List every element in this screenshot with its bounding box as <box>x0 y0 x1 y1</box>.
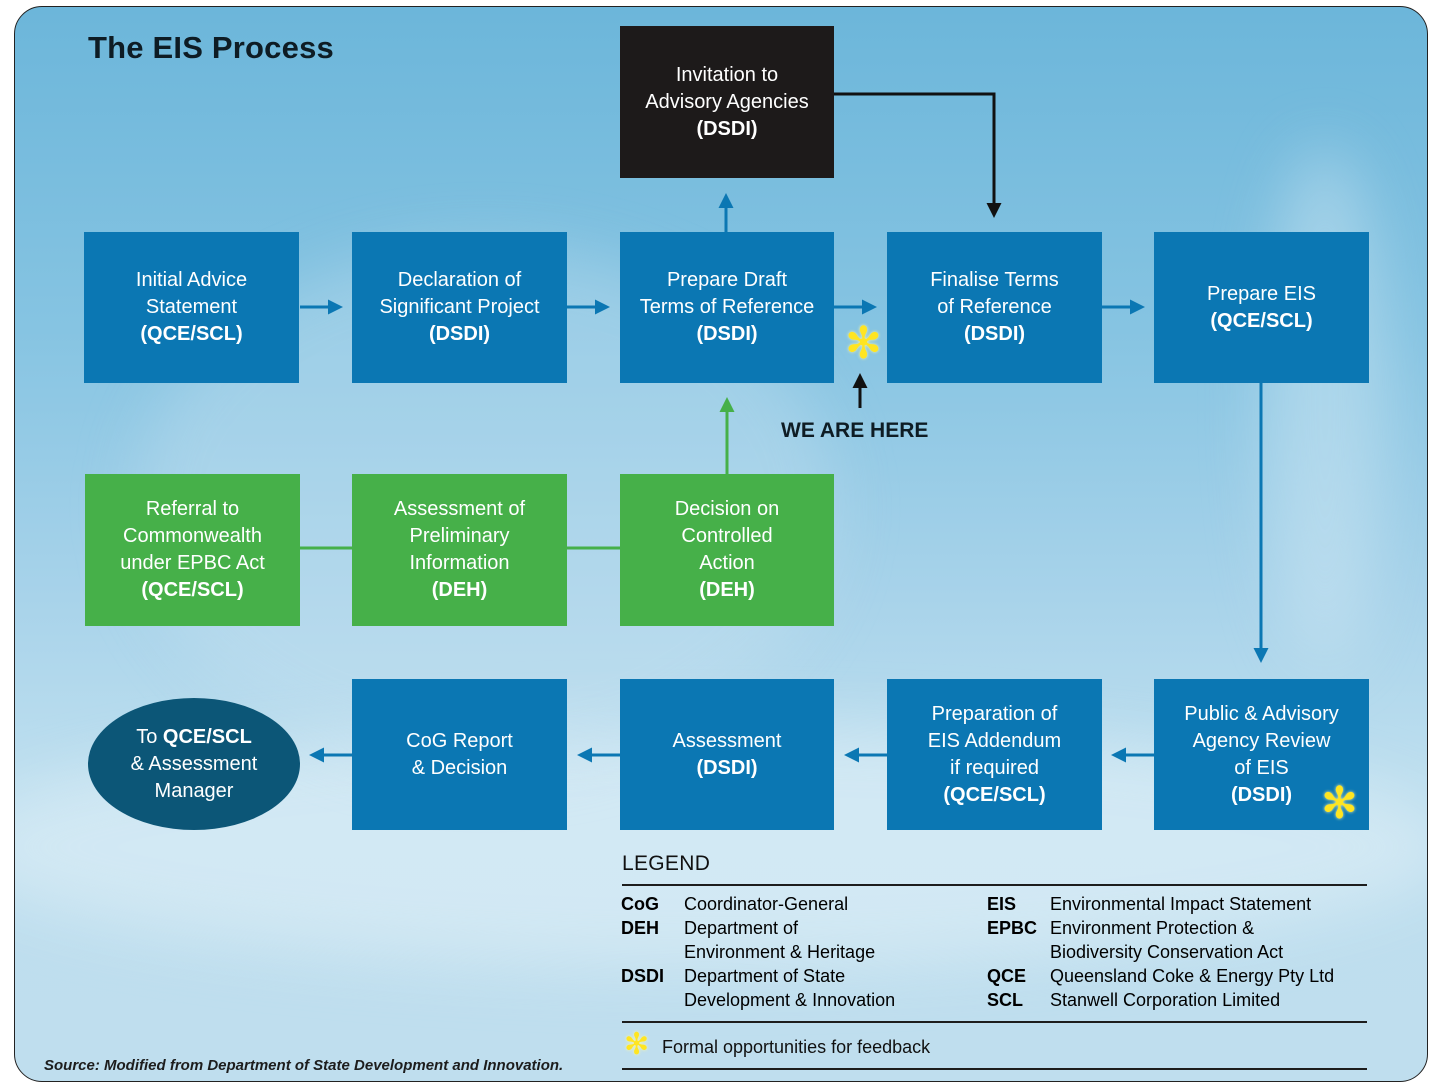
arrow-invitation-to-finalise <box>834 92 1002 218</box>
box-referral-line-1: Referral to <box>145 498 240 520</box>
legend-abbr: DSDI <box>621 966 665 986</box>
box-prepare-eis: Prepare EIS (QCE/SCL) <box>1154 232 1369 383</box>
oval-prefix: To <box>136 725 163 748</box>
box-declaration-line-2: Significant Project <box>379 296 540 318</box>
box-cog-report: CoG Report & Decision <box>352 679 567 830</box>
box-finalise-tor-agency: (DSDI) <box>963 323 1026 345</box>
box-invitation-agency: (DSDI) <box>696 117 758 140</box>
box-assessment-prelim: Assessment of Preliminary Information (D… <box>352 474 567 626</box>
box-referral-line-2: Commonwealth <box>123 525 262 547</box>
oval-bold: QCE/SCL <box>162 725 252 748</box>
box-draft-tor-line-1: Prepare Draft <box>666 269 788 291</box>
box-referral-agency: (QCE/SCL) <box>141 579 244 601</box>
box-public-review-line-3: of EIS <box>1234 756 1289 779</box>
box-finalise-tor-line-1: Finalise Terms <box>930 269 1059 291</box>
box-declaration-line-1: Declaration of <box>397 269 522 291</box>
source-caption: Source: Modified from Department of Stat… <box>44 1057 564 1074</box>
legend-def: Environmental Impact Statement <box>1050 894 1312 914</box>
box-declaration: Declaration of Significant Project (DSDI… <box>352 232 567 383</box>
legend-def: Coordinator-General <box>684 894 849 914</box>
box-referral: Referral to Commonwealth under EPBC Act … <box>85 474 300 626</box>
box-assessment-prelim-line-1: Assessment of <box>393 498 526 520</box>
box-assessment-prelim-line-2: Preliminary <box>409 525 510 547</box>
box-addendum-agency: (QCE/SCL) <box>943 783 1046 806</box>
oval-first-line: To QCE/SCL <box>136 724 252 751</box>
box-assessment: Assessment (DSDI) <box>620 679 834 830</box>
box-initial-advice-line-1: Initial Advice <box>135 269 248 291</box>
box-prepare-eis-line-1: Prepare EIS <box>1207 282 1316 305</box>
oval-line-2: & Assessment <box>130 752 258 775</box>
feedback-star-icon: ✻ <box>1321 778 1358 829</box>
legend-def: Development & Innovation <box>684 990 896 1010</box>
legend-def: Stanwell Corporation Limited <box>1050 990 1281 1010</box>
feedback-star-icon: ✻ <box>845 318 882 369</box>
box-decision-controlled-line-3: Action <box>699 552 755 574</box>
legend-abbr: CoG <box>621 894 659 914</box>
legend-title: LEGEND <box>622 852 711 875</box>
box-addendum-line-1: Preparation of <box>931 702 1058 725</box>
legend-bottom-rule <box>622 1068 1367 1070</box>
box-public-review-agency: (DSDI) <box>1230 783 1293 806</box>
box-addendum-line-3: if required <box>950 756 1039 779</box>
legend-def: Department of State <box>684 966 846 986</box>
we-are-here-label: WE ARE HERE <box>781 419 929 442</box>
box-cog-report-line-2: & Decision <box>411 756 508 779</box>
box-addendum-line-2: EIS Addendum <box>927 729 1062 752</box>
legend-def: Biodiversity Conservation Act <box>1050 942 1284 962</box>
box-public-review-line-2: Agency Review <box>1192 729 1331 752</box>
legend-def: Department of <box>684 918 799 938</box>
box-assessment-agency: (DSDI) <box>696 756 758 779</box>
box-draft-tor: Prepare Draft Terms of Reference (DSDI) <box>620 232 834 383</box>
legend-star-icon: ✻ <box>624 1027 650 1062</box>
box-decision-controlled-line-1: Decision on <box>674 498 780 520</box>
legend-feedback-text: Formal opportunities for feedback <box>662 1037 931 1057</box>
box-declaration-agency: (DSDI) <box>428 323 491 345</box>
box-finalise-tor: Finalise Terms of Reference (DSDI) <box>887 232 1102 383</box>
legend-mid-rule <box>622 1021 1367 1023</box>
legend-abbr: EIS <box>987 894 1017 914</box>
box-referral-line-3: under EPBC Act <box>120 552 265 574</box>
box-prepare-eis-agency: (QCE/SCL) <box>1210 309 1313 332</box>
box-assessment-prelim-line-3: Information <box>409 552 510 574</box>
legend-def: Queensland Coke & Energy Pty Ltd <box>1050 966 1335 986</box>
legend-def: Environment Protection & <box>1050 918 1255 938</box>
box-public-review: Public & Advisory Agency Review of EIS (… <box>1154 679 1369 830</box>
legend-abbr: DEH <box>621 918 660 938</box>
box-invitation-line-2: Advisory Agencies <box>645 90 809 113</box>
legend: LEGEND <box>622 852 1367 886</box>
oval-line-3: Manager <box>154 779 234 802</box>
box-decision-controlled: Decision on Controlled Action (DEH) <box>620 474 834 626</box>
box-assessment-prelim-agency: (DEH) <box>431 579 488 601</box>
box-initial-advice-agency: (QCE/SCL) <box>140 323 243 345</box>
box-finalise-tor-line-2: of Reference <box>937 296 1052 318</box>
legend-abbr: QCE <box>987 966 1027 986</box>
box-draft-tor-line-2: Terms of Reference <box>639 296 815 318</box>
legend-top-rule <box>622 884 1367 886</box>
legend-abbr: SCL <box>987 990 1023 1010</box>
box-assessment-line-1: Assessment <box>672 729 782 752</box>
box-initial-advice-line-2: Statement <box>145 296 238 318</box>
legend-abbr: EPBC <box>987 918 1038 938</box>
box-invitation-line-1: Invitation to <box>675 63 779 86</box>
box-decision-controlled-line-2: Controlled <box>681 525 773 547</box>
oval-to-qce-scl: To QCE/SCL & Assessment Manager <box>88 698 300 830</box>
box-draft-tor-agency: (DSDI) <box>696 323 758 345</box>
box-addendum: Preparation of EIS Addendum if required … <box>887 679 1102 830</box>
box-cog-report-line-1: CoG Report <box>406 729 513 752</box>
page-title: The EIS Process <box>88 30 334 65</box>
box-initial-advice: Initial Advice Statement (QCE/SCL) <box>84 232 299 383</box>
box-invitation: Invitation to Advisory Agencies (DSDI) <box>620 26 834 178</box>
box-decision-controlled-agency: (DEH) <box>699 579 755 601</box>
box-public-review-line-1: Public & Advisory <box>1184 702 1339 725</box>
legend-def: Environment & Heritage <box>684 942 876 962</box>
